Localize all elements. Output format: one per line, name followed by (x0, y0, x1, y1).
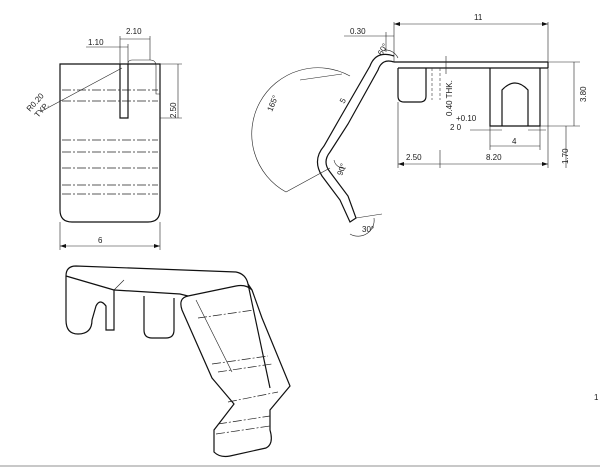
dim-top-large: 2.10 (126, 27, 142, 36)
side-view-arm (316, 53, 395, 223)
edge-mark: 1 (594, 393, 599, 402)
dim-top-small: 1.10 (88, 38, 104, 47)
dim-height-right: 3.80 (579, 86, 588, 102)
front-view-tab-bend (127, 59, 160, 95)
front-view-outline (59, 63, 161, 223)
dim-tol-base: 2 0 (450, 123, 462, 132)
isometric-view (65, 265, 291, 458)
dim-radius-small: 5 (338, 96, 348, 105)
dim-vertical-small: 1.70 (561, 148, 570, 164)
dim-bend-tip: 30° (362, 225, 374, 234)
dim-left-seg: 2.50 (406, 153, 422, 162)
front-view: 2.10 1.10 2.50 R0.20 TYP. 6 (25, 27, 182, 250)
front-view-tab (119, 64, 129, 119)
dim-height: 2.50 (169, 102, 178, 118)
dim-arc-angle: 165° (266, 94, 281, 113)
dim-bend-mid: 90° (335, 162, 348, 176)
dim-thickness: 0.40 THK. (445, 80, 454, 116)
dim-overall: 11 (474, 13, 483, 22)
side-view: 165° 5 60° 90° 30° 11 0.30 0.40 THK. 3.8… (0, 13, 600, 467)
dim-offset: 0.30 (350, 27, 366, 36)
dim-right-seg: 8.20 (486, 153, 502, 162)
dim-slot-width: 4 (512, 137, 517, 146)
dim-width: 6 (98, 236, 103, 245)
dim-tol-plus: +0.10 (456, 114, 477, 123)
